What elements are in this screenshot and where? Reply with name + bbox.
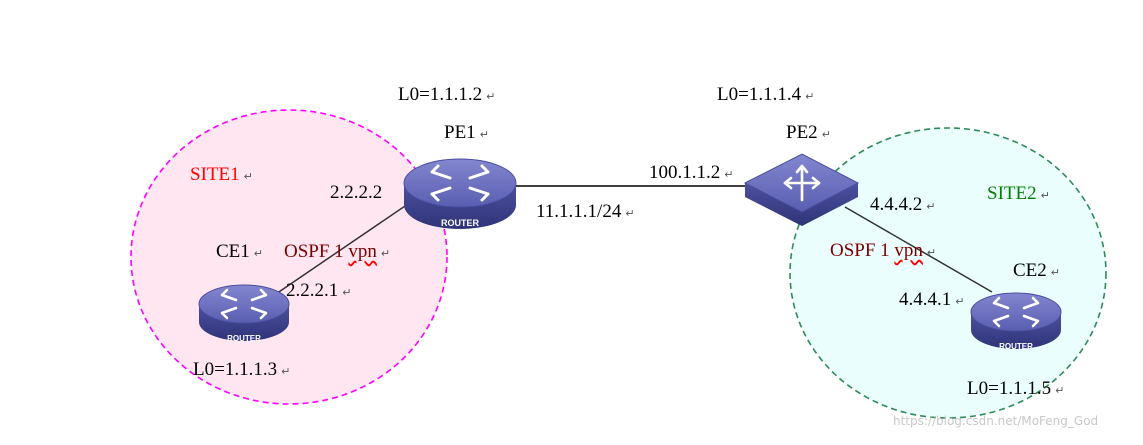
ce2-name-text: CE2 (1013, 260, 1047, 281)
pe1-ce-interface-text: 2.2.2.2 (330, 182, 383, 203)
paragraph-mark: ↵ (1040, 189, 1050, 202)
ce2-router-caption: ROUTER (999, 342, 1033, 351)
paragraph-mark: ↵ (1055, 384, 1065, 397)
pe1-name-text: PE1 (444, 122, 476, 143)
pe2-core-interface-text: 100.1.1.2 (649, 162, 721, 183)
pe2-loopback-text: L0=1.1.1.4 (717, 84, 802, 105)
ce1-name-label: CE1↵ (216, 241, 263, 265)
paragraph-mark: ↵ (926, 246, 937, 259)
ce2-loopback-text: L0=1.1.1.5 (967, 378, 1052, 399)
ce2-loopback-label: L0=1.1.1.5↵ (967, 378, 1064, 402)
paragraph-mark: ↵ (243, 170, 253, 183)
pe1-ce-interface-label: 2.2.2.2 (330, 182, 382, 204)
paragraph-mark: ↵ (805, 90, 815, 103)
paragraph-mark: ↵ (926, 200, 936, 213)
paragraph-mark: ↵ (281, 365, 291, 378)
ospf-left-text: OSPF 1 (284, 241, 349, 262)
pe2-ce-interface-label: 4.4.4.2↵ (870, 194, 935, 218)
site1-label: SITE1↵ (190, 164, 253, 188)
ospf-right-vpn-text: vpn (894, 240, 923, 261)
paragraph-mark: ↵ (955, 295, 965, 308)
paragraph-mark: ↵ (342, 286, 352, 299)
ce2-interface-text: 4.4.4.1 (899, 289, 952, 310)
paragraph-mark: ↵ (479, 128, 489, 141)
watermark: https://blog.csdn.net/MoFeng_God (893, 414, 1098, 428)
site2-label: SITE2↵ (987, 183, 1050, 207)
link-pe2-ce2 (844, 206, 993, 293)
paragraph-mark: ↵ (724, 168, 734, 181)
paragraph-mark: ↵ (486, 90, 496, 103)
site1-text: SITE1 (190, 164, 240, 185)
pe1-name-label: PE1↵ (444, 122, 489, 146)
pe2-ce-interface-text: 4.4.4.2 (870, 194, 923, 215)
watermark-text: https://blog.csdn.net/MoFeng_God (893, 414, 1099, 428)
paragraph-mark: ↵ (253, 247, 263, 260)
ce1-loopback-text: L0=1.1.1.3 (193, 359, 278, 380)
pe1-router-caption: ROUTER (441, 218, 480, 228)
ospf-right-text: OSPF 1 (830, 240, 895, 261)
pe2-core-interface-label: 100.1.1.2↵ (649, 162, 733, 186)
ce1-loopback-label: L0=1.1.1.3↵ (193, 359, 290, 383)
ce2-interface-label: 4.4.4.1↵ (899, 289, 964, 313)
pe1-loopback-text: L0=1.1.1.2 (398, 84, 483, 105)
ce1-name-text: CE1 (216, 241, 250, 262)
site2-text: SITE2 (987, 183, 1037, 204)
pe2-name-label: PE2↵ (786, 122, 831, 146)
ce2-router-icon[interactable]: ROUTER (970, 292, 1062, 351)
pe1-core-interface-text: 11.1.1.1/24 (536, 201, 622, 222)
ospf-vpn-right-label: OSPF 1 vpn↵ (830, 240, 936, 264)
ospf-left-vpn-text: vpn (348, 241, 377, 262)
paragraph-mark: ↵ (1050, 266, 1060, 279)
paragraph-mark: ↵ (380, 247, 391, 260)
ce1-router-icon[interactable]: ROUTER (198, 284, 290, 343)
pe2-switch-icon[interactable] (743, 153, 860, 226)
ce1-interface-label: 2.2.2.1↵ (286, 280, 351, 304)
pe2-name-text: PE2 (786, 122, 818, 143)
pe1-router-icon[interactable]: ROUTER (403, 158, 517, 229)
paragraph-mark: ↵ (625, 207, 635, 220)
pe1-loopback-label: L0=1.1.1.2↵ (398, 84, 495, 108)
ospf-vpn-left-label: OSPF 1 vpn↵ (284, 241, 390, 265)
ce1-interface-text: 2.2.2.1 (286, 280, 339, 301)
ce2-name-label: CE2↵ (1013, 260, 1060, 284)
pe2-loopback-label: L0=1.1.1.4↵ (717, 84, 814, 108)
ce1-router-caption: ROUTER (227, 334, 261, 343)
link-pe1-ce1 (269, 203, 409, 299)
paragraph-mark: ↵ (821, 128, 831, 141)
pe1-core-interface-label: 11.1.1.1/24↵ (536, 201, 635, 225)
